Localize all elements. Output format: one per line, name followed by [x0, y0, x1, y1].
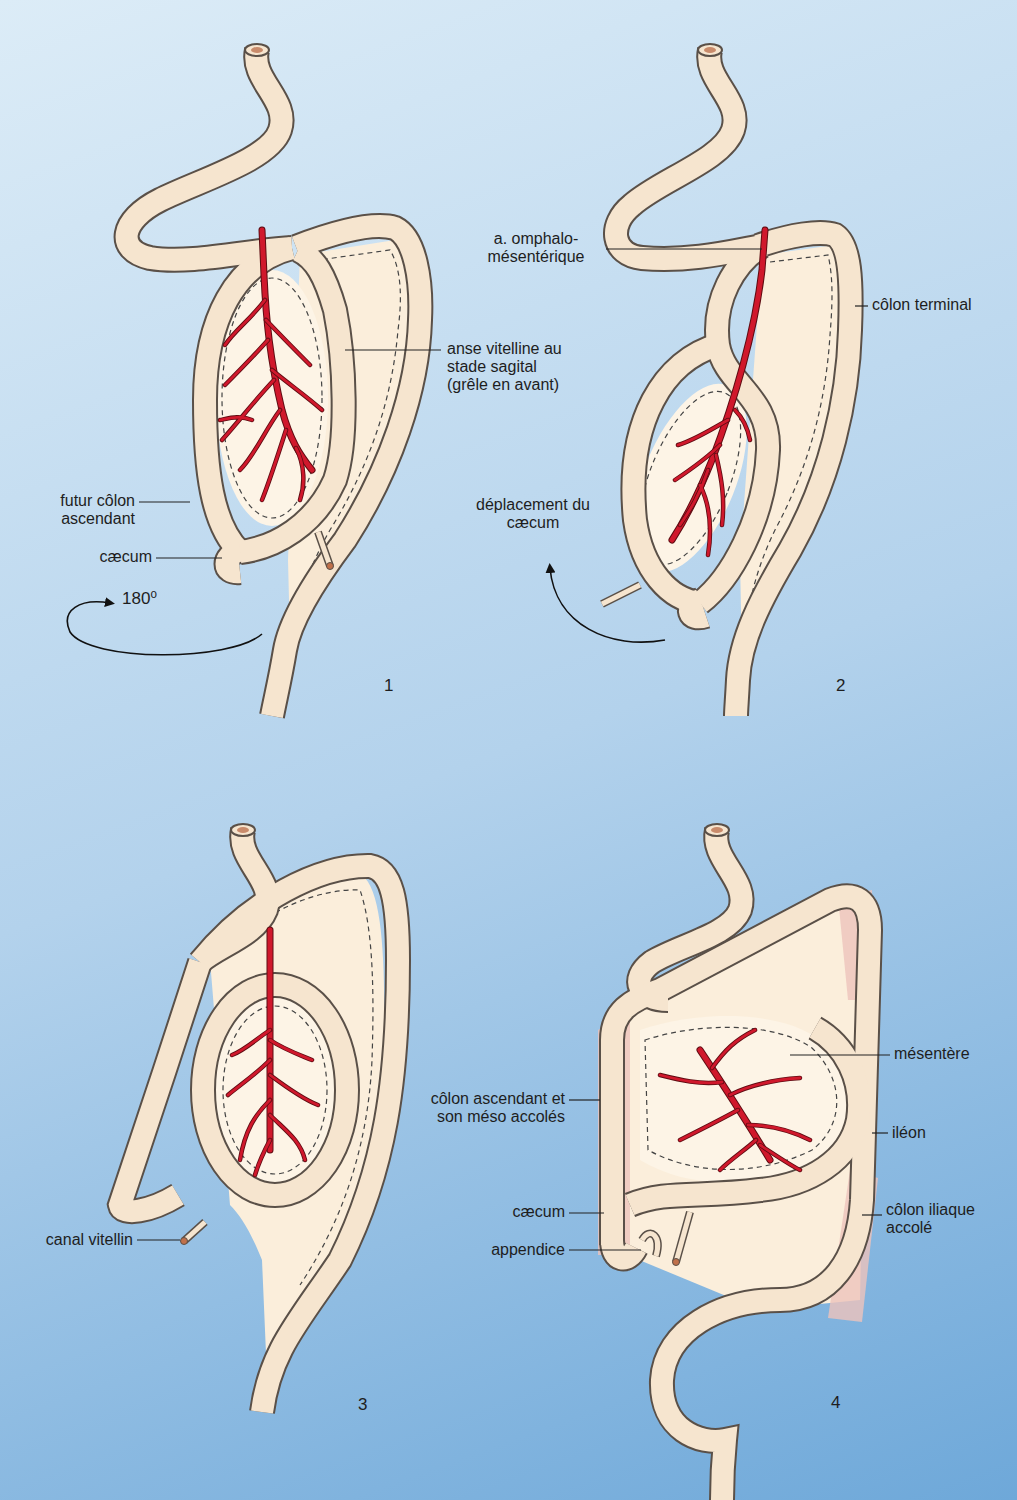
part-label: iléon [892, 1124, 992, 1142]
part-label: mésentère [894, 1045, 1004, 1063]
illustration-part [220, 300, 322, 500]
illustration-part [345, 349, 441, 350]
leader-lines [137, 249, 890, 1250]
illustration-part [790, 1054, 890, 1055]
illustration-part [120, 962, 200, 1211]
illustration-part [690, 600, 706, 617]
illustration-part [220, 300, 322, 500]
illustration-part [127, 50, 292, 260]
illustration-part [616, 50, 762, 259]
illustration-part [711, 827, 723, 833]
part-label: côlon ascendant et son méso accolés [420, 1090, 565, 1126]
illustration-part [704, 47, 716, 53]
illustration-part [606, 248, 762, 249]
part-label: appendice [430, 1241, 565, 1259]
illustration-part [245, 44, 269, 56]
illustration-part [181, 1238, 188, 1245]
illustration-part [673, 1259, 680, 1266]
illustration-part [660, 1030, 810, 1170]
illustration-part [237, 827, 249, 833]
illustration-part [872, 1132, 888, 1133]
illustration-part [616, 50, 762, 259]
illustration-part [676, 1212, 690, 1262]
illustration-part [139, 501, 190, 502]
panel-4-figure [598, 824, 878, 1500]
illustration-part [676, 1212, 690, 1262]
part-label: côlon terminal [872, 296, 982, 314]
illustration-part [200, 866, 398, 1412]
illustration-part [67, 602, 262, 655]
part-label: cæcum [465, 1203, 565, 1221]
illustration-part [569, 1249, 641, 1250]
illustration-part [612, 1240, 636, 1258]
illustration-part [231, 824, 255, 836]
illustration-part [672, 230, 765, 540]
part-label: canal vitellin [12, 1231, 133, 1249]
illustration-part [318, 532, 330, 566]
illustration-part [327, 563, 334, 570]
rotation-label: 180⁰ [122, 590, 192, 608]
illustration-part [318, 532, 330, 566]
panel-2-figure [550, 44, 851, 716]
illustration-part [862, 1214, 882, 1215]
illustration-part [137, 1239, 180, 1240]
illustration-part [251, 47, 263, 53]
illustration-part [220, 300, 322, 500]
part-label: futur côlon ascendant [35, 492, 135, 528]
panel-number: 1 [384, 677, 408, 695]
illustration-part [569, 1212, 604, 1213]
illustration-part [642, 1233, 658, 1256]
illustration-part [705, 824, 729, 836]
illustration-part [602, 585, 640, 604]
illustration-part [602, 585, 640, 604]
illustration-part [227, 550, 241, 572]
illustration-part [612, 896, 870, 1500]
panel-number: 3 [358, 1396, 382, 1414]
illustration-part [223, 1006, 327, 1174]
illustration-part [675, 410, 750, 555]
part-label: déplacement du cæcum [466, 496, 600, 532]
illustration-part [569, 1099, 600, 1100]
illustration-part [698, 44, 722, 56]
illustration-part [184, 1222, 205, 1241]
illustration-part [855, 305, 868, 306]
part-label: côlon iliaque accolé [886, 1201, 1004, 1237]
illustration-part [228, 1030, 318, 1175]
illustration-part [645, 1027, 837, 1169]
panel-1-figure [67, 44, 420, 716]
illustration-part [672, 230, 765, 540]
illustration-part [184, 1222, 205, 1241]
panel-3-figure [120, 824, 398, 1412]
illustration-part [227, 550, 241, 572]
illustration-part [156, 557, 222, 558]
panel-number: 2 [836, 677, 860, 695]
illustration-part [612, 896, 870, 1500]
illustration-part [203, 985, 347, 1195]
illustration-part [660, 1030, 810, 1170]
illustration-part [642, 1233, 658, 1256]
illustration-part [550, 568, 665, 642]
illustration-part [203, 985, 347, 1195]
part-label: a. omphalo-mésentérique [470, 230, 602, 266]
illustration-part [612, 1240, 636, 1258]
part-label: cæcum [52, 548, 152, 566]
illustration-part [120, 962, 200, 1211]
panel-number: 4 [831, 1394, 855, 1412]
part-label: anse vitelline au stade sagital (grêle e… [447, 340, 579, 394]
illustration-part [203, 985, 347, 1195]
illustration-part [228, 1030, 318, 1175]
illustration-part [127, 50, 292, 260]
illustration-part [675, 410, 750, 555]
